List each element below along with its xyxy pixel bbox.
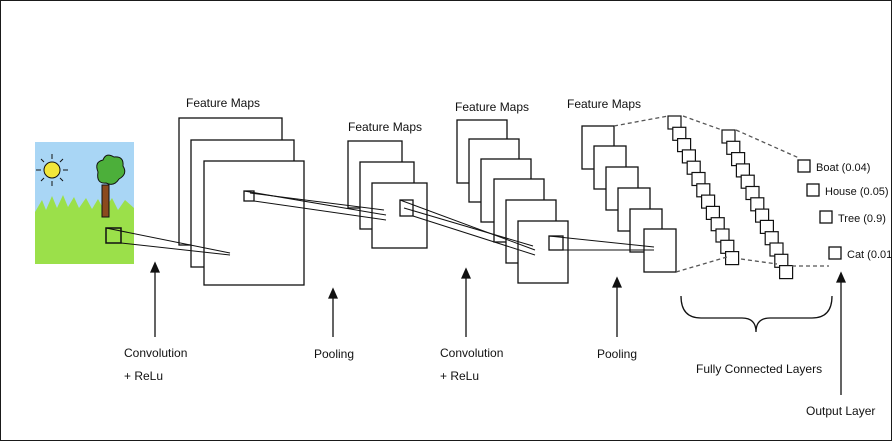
output-label-boat: Boat (0.04) [816, 162, 870, 174]
pool1-label: Pooling [314, 347, 354, 361]
feature-maps-label-3: Feature Maps [455, 100, 529, 114]
fc-node [724, 251, 740, 266]
feature-maps-label-2: Feature Maps [348, 120, 422, 134]
dashed-connectors [613, 115, 829, 273]
output-node [819, 210, 833, 224]
receptive-field [105, 227, 122, 244]
output-label-cat: Cat (0.01 [847, 249, 892, 261]
conv1-label-line2: + ReLu [124, 369, 163, 383]
feature-map-stack-2 [347, 140, 428, 249]
input-image [35, 142, 134, 264]
output-node [828, 246, 842, 260]
conv2-label-line2: + ReLu [440, 369, 479, 383]
fc-brace [680, 295, 833, 333]
fully-connected-layers [667, 115, 794, 280]
output-layer-label: Output Layer [806, 404, 875, 418]
connections [105, 190, 655, 256]
tree-icon [96, 154, 126, 218]
feature-map-labels: Feature Maps Feature Maps Feature Maps F… [186, 96, 641, 134]
pool2-label: Pooling [597, 347, 637, 361]
output-node [797, 159, 811, 173]
stage-arrows [149, 261, 847, 395]
output-node [806, 183, 820, 197]
output-label-house: House (0.05) [825, 186, 889, 198]
fc-node [778, 265, 794, 280]
conv2-label-line1: Convolution [440, 346, 503, 360]
output-nodes [797, 159, 842, 260]
output-labels: Boat (0.04) House (0.05) Tree (0.9) Cat … [816, 162, 892, 261]
feature-map-stack-3 [456, 119, 569, 284]
feature-map-stack-1 [178, 117, 305, 286]
feature-maps-label-4: Feature Maps [567, 97, 641, 111]
conv1-label-line1: Convolution [124, 346, 187, 360]
output-label-tree: Tree (0.9) [838, 213, 886, 225]
sun-icon [36, 154, 68, 186]
feature-maps-label-1: Feature Maps [186, 96, 260, 110]
fc-label: Fully Connected Layers [696, 362, 822, 376]
stage-labels: Convolution + ReLu Pooling Convolution +… [124, 346, 875, 418]
